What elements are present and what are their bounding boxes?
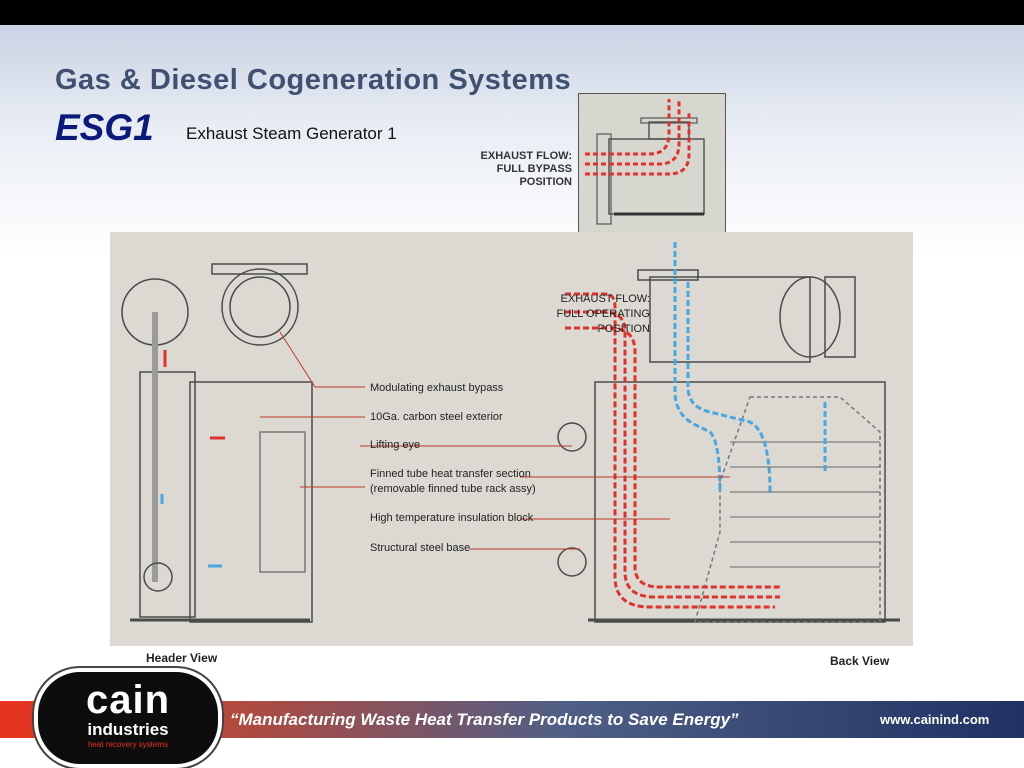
hot-exhaust-flows — [565, 292, 780, 609]
back-view-drawing — [557, 269, 900, 623]
header-view-drawing — [121, 263, 313, 623]
slide-title: Gas & Diesel Cogeneration Systems — [55, 64, 572, 96]
generator-drawing — [121, 242, 900, 623]
bypass-inset-drawing — [585, 99, 705, 225]
cool-flow-paths — [673, 242, 827, 493]
callout-finned-tube: Finned tube heat transfer section — [370, 468, 531, 480]
slide-subtitle: Exhaust Steam Generator 1 — [186, 124, 397, 143]
callout-finned-tube-sub: (removable finned tube rack assy) — [370, 483, 536, 495]
top-bar — [0, 0, 1024, 25]
callout-base: Structural steel base — [370, 542, 471, 554]
generator-diagram: EXHAUST FLOW: FULL OPERATING POSITION Mo… — [110, 232, 913, 646]
operating-flow-label: EXHAUST FLOW: FULL OPERATING POSITION — [540, 292, 650, 337]
model-name: ESG1 — [55, 107, 154, 148]
bypass-label-line: POSITION — [519, 176, 572, 188]
callout-insulation: High temperature insulation block — [370, 512, 534, 524]
logo-wordmark: cain — [85, 678, 171, 722]
website-link[interactable]: www.cainind.com — [880, 712, 990, 727]
header-view-flows — [160, 350, 225, 568]
cain-logo: cain industries heat recovery systems — [34, 668, 222, 768]
callout-leaders — [260, 331, 730, 550]
operating-label-line: EXHAUST FLOW: — [560, 293, 650, 305]
header-background — [0, 25, 1024, 255]
logo-subtext: industries — [87, 720, 169, 739]
operating-label-line: POSITION — [597, 323, 650, 335]
footer-tagline: “Manufacturing Waste Heat Transfer Produ… — [230, 710, 739, 729]
bypass-label-line: FULL BYPASS — [496, 163, 572, 175]
callout-exterior: 10Ga. carbon steel exterior — [370, 411, 503, 423]
bypass-flow-label: EXHAUST FLOW: FULL BYPASS POSITION — [470, 150, 572, 189]
finned-tubes — [730, 441, 880, 568]
callout-lifting-eye: Lifting eye — [370, 439, 421, 451]
callout-bypass: Modulating exhaust bypass — [370, 382, 504, 394]
bypass-label-line: EXHAUST FLOW: — [480, 150, 572, 162]
header-view-label: Header View — [146, 651, 218, 665]
back-view-label: Back View — [830, 654, 890, 668]
logo-tagline: heat recovery systems — [87, 740, 169, 749]
operating-label-line: FULL OPERATING — [556, 308, 650, 320]
bypass-inset-diagram — [578, 93, 726, 236]
